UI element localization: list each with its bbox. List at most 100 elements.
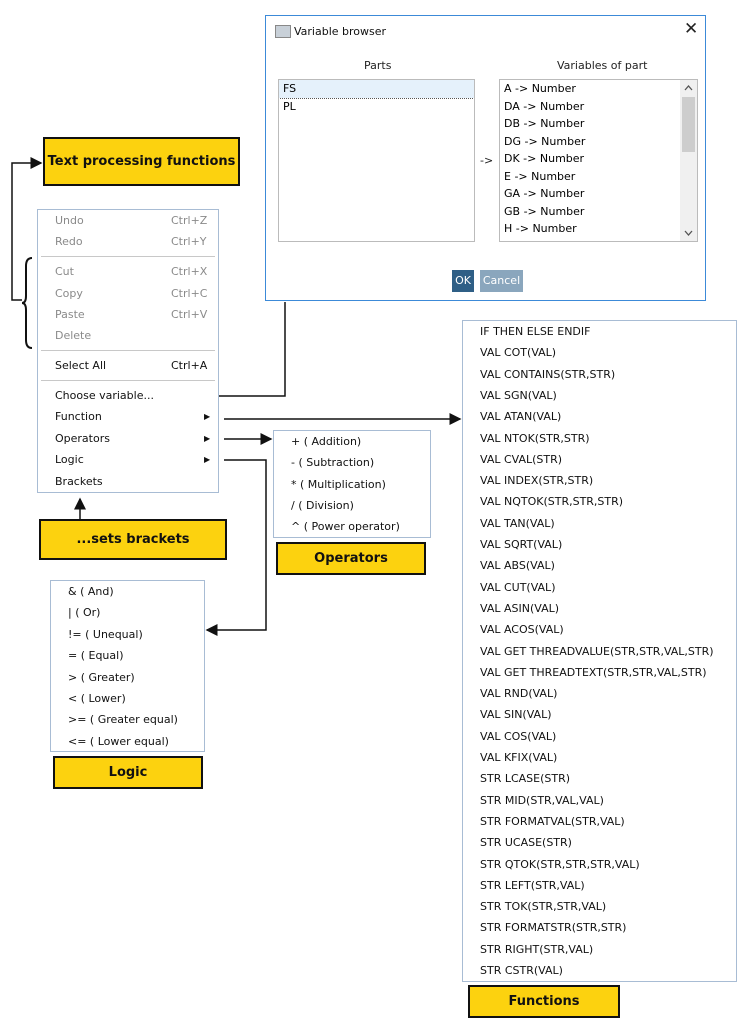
operators-item[interactable]: * ( Multiplication) xyxy=(274,475,430,495)
functions-item[interactable]: IF THEN ELSE ENDIF xyxy=(463,322,736,342)
functions-item[interactable]: VAL SGN(VAL) xyxy=(463,386,736,406)
functions-item-label: VAL COS(VAL) xyxy=(480,729,557,743)
operators-item[interactable]: ^ ( Power operator) xyxy=(274,517,430,537)
scroll-thumb[interactable] xyxy=(682,97,695,152)
menu-item-logic[interactable]: Logic ▶ xyxy=(38,450,218,470)
functions-item-label: STR LEFT(STR,VAL) xyxy=(480,878,585,892)
functions-item[interactable]: VAL ACOS(VAL) xyxy=(463,620,736,640)
connector-logic xyxy=(205,459,267,636)
functions-item-label: VAL SQRT(VAL) xyxy=(480,538,563,551)
operators-item[interactable]: / ( Division) xyxy=(274,496,430,516)
variable-item[interactable]: DG -> Number xyxy=(504,134,586,148)
scroll-up-icon[interactable] xyxy=(684,85,693,91)
variable-item[interactable]: A -> Number xyxy=(504,82,576,95)
menu-separator xyxy=(41,380,215,381)
logic-item-label: < ( Lower) xyxy=(68,692,126,705)
variables-list[interactable]: A -> Number DA -> Number DB -> Number DG… xyxy=(499,79,698,242)
functions-item[interactable]: STR TOK(STR,STR,VAL) xyxy=(463,897,736,917)
variable-item[interactable]: GA -> Number xyxy=(504,187,585,200)
variable-item[interactable]: E -> Number xyxy=(504,169,576,183)
logic-item[interactable]: = ( Equal) xyxy=(51,646,204,666)
menu-separator xyxy=(41,350,215,351)
submenu-arrow-icon: ▶ xyxy=(204,412,211,421)
functions-item[interactable]: VAL RND(VAL) xyxy=(463,684,736,704)
variable-item[interactable]: H -> Number xyxy=(504,222,577,235)
logic-item-label: > ( Greater) xyxy=(68,670,135,684)
functions-item[interactable]: VAL SQRT(VAL) xyxy=(463,535,736,555)
operators-item-label: / ( Division) xyxy=(291,498,354,512)
menu-item-function[interactable]: Function ▶ xyxy=(38,407,218,427)
logic-item[interactable]: >= ( Greater equal) xyxy=(51,710,204,730)
logic-item[interactable]: != ( Unequal) xyxy=(51,625,204,645)
menu-item-brackets[interactable]: Brackets xyxy=(38,472,218,492)
logic-item-label: <= ( Lower equal) xyxy=(68,734,169,748)
functions-item[interactable]: STR LCASE(STR) xyxy=(463,769,736,789)
ok-button[interactable]: OK xyxy=(452,270,474,292)
part-item[interactable]: PL xyxy=(283,99,296,113)
menu-item-operators[interactable]: Operators▶ xyxy=(38,429,218,449)
functions-item[interactable]: STR RIGHT(STR,VAL) xyxy=(463,940,736,960)
functions-item[interactable]: VAL ATAN(VAL) xyxy=(463,407,736,427)
scroll-down-icon[interactable] xyxy=(684,230,693,236)
functions-item[interactable]: STR MID(STR,VAL,VAL) xyxy=(463,791,736,811)
menu-item-label: Function xyxy=(55,410,102,423)
close-icon[interactable]: ✕ xyxy=(684,19,699,39)
functions-item[interactable]: STR CSTR(VAL) xyxy=(463,961,736,981)
functions-item[interactable]: VAL CUT(VAL) xyxy=(463,578,736,598)
functions-item-label: STR CSTR(VAL) xyxy=(480,964,563,977)
menu-item-label: Cut xyxy=(55,265,74,278)
variable-item[interactable]: DB -> Number xyxy=(504,117,585,130)
menu-item-choose-variable[interactable]: Choose variable... xyxy=(38,386,218,406)
functions-item[interactable]: VAL GET THREADVALUE(STR,STR,VAL,STR) xyxy=(463,642,736,662)
scrollbar[interactable] xyxy=(680,80,697,241)
logic-item[interactable]: > ( Greater) xyxy=(51,668,204,688)
operators-menu: + ( Addition)- ( Subtraction)* ( Multipl… xyxy=(273,430,431,538)
variable-item[interactable]: DK -> Number xyxy=(504,152,585,165)
functions-item[interactable]: STR QTOK(STR,STR,STR,VAL) xyxy=(463,855,736,875)
part-item[interactable]: FS xyxy=(279,80,474,99)
functions-item-label: VAL GET THREADVALUE(STR,STR,VAL,STR) xyxy=(480,644,714,658)
parts-list[interactable]: FS PL xyxy=(278,79,475,242)
functions-item[interactable]: STR UCASE(STR) xyxy=(463,833,736,853)
functions-item[interactable]: STR LEFT(STR,VAL) xyxy=(463,876,736,896)
functions-item[interactable]: VAL INDEX(STR,STR) xyxy=(463,471,736,491)
operators-item[interactable]: - ( Subtraction) xyxy=(274,453,430,473)
functions-item-label: VAL COT(VAL) xyxy=(480,346,557,360)
functions-item[interactable]: VAL KFIX(VAL) xyxy=(463,748,736,768)
functions-item[interactable]: VAL CVAL(STR) xyxy=(463,450,736,470)
cancel-button[interactable]: Cancel xyxy=(480,270,523,292)
operators-item[interactable]: + ( Addition) xyxy=(274,432,430,452)
functions-item[interactable]: VAL TAN(VAL) xyxy=(463,514,736,534)
functions-item[interactable]: VAL NTOK(STR,STR) xyxy=(463,429,736,449)
functions-item[interactable]: VAL SIN(VAL) xyxy=(463,705,736,725)
functions-item[interactable]: VAL COS(VAL) xyxy=(463,727,736,747)
functions-item-label: VAL CONTAINS(STR,STR) xyxy=(480,367,616,381)
functions-item[interactable]: STR FORMATVAL(STR,VAL) xyxy=(463,812,736,832)
menu-item-label: Logic xyxy=(55,453,84,466)
functions-item[interactable]: VAL COT(VAL) xyxy=(463,343,736,363)
functions-item[interactable]: VAL CONTAINS(STR,STR) xyxy=(463,365,736,385)
logic-item[interactable]: | ( Or) xyxy=(51,603,204,623)
connector-choose-variable xyxy=(219,302,286,397)
functions-item[interactable]: STR FORMATSTR(STR,STR) xyxy=(463,918,736,938)
logic-item[interactable]: & ( And) xyxy=(51,582,204,602)
logic-item[interactable]: < ( Lower) xyxy=(51,689,204,709)
menu-item-cut[interactable]: Cut Ctrl+X xyxy=(38,262,218,282)
functions-item[interactable]: VAL ASIN(VAL) xyxy=(463,599,736,619)
submenu-arrow-icon: ▶ xyxy=(204,455,211,464)
menu-item-shortcut: Ctrl+X xyxy=(171,265,208,278)
functions-item[interactable]: VAL ABS(VAL) xyxy=(463,556,736,576)
functions-item[interactable]: VAL GET THREADTEXT(STR,STR,VAL,STR) xyxy=(463,663,736,683)
menu-item-label: Paste xyxy=(55,308,85,321)
variable-item[interactable]: GB -> Number xyxy=(504,204,585,218)
logic-item[interactable]: <= ( Lower equal) xyxy=(51,732,204,752)
variable-item[interactable]: DA -> Number xyxy=(504,99,585,113)
menu-item-delete[interactable]: Delete xyxy=(38,326,218,346)
functions-item[interactable]: VAL NQTOK(STR,STR,STR) xyxy=(463,492,736,512)
